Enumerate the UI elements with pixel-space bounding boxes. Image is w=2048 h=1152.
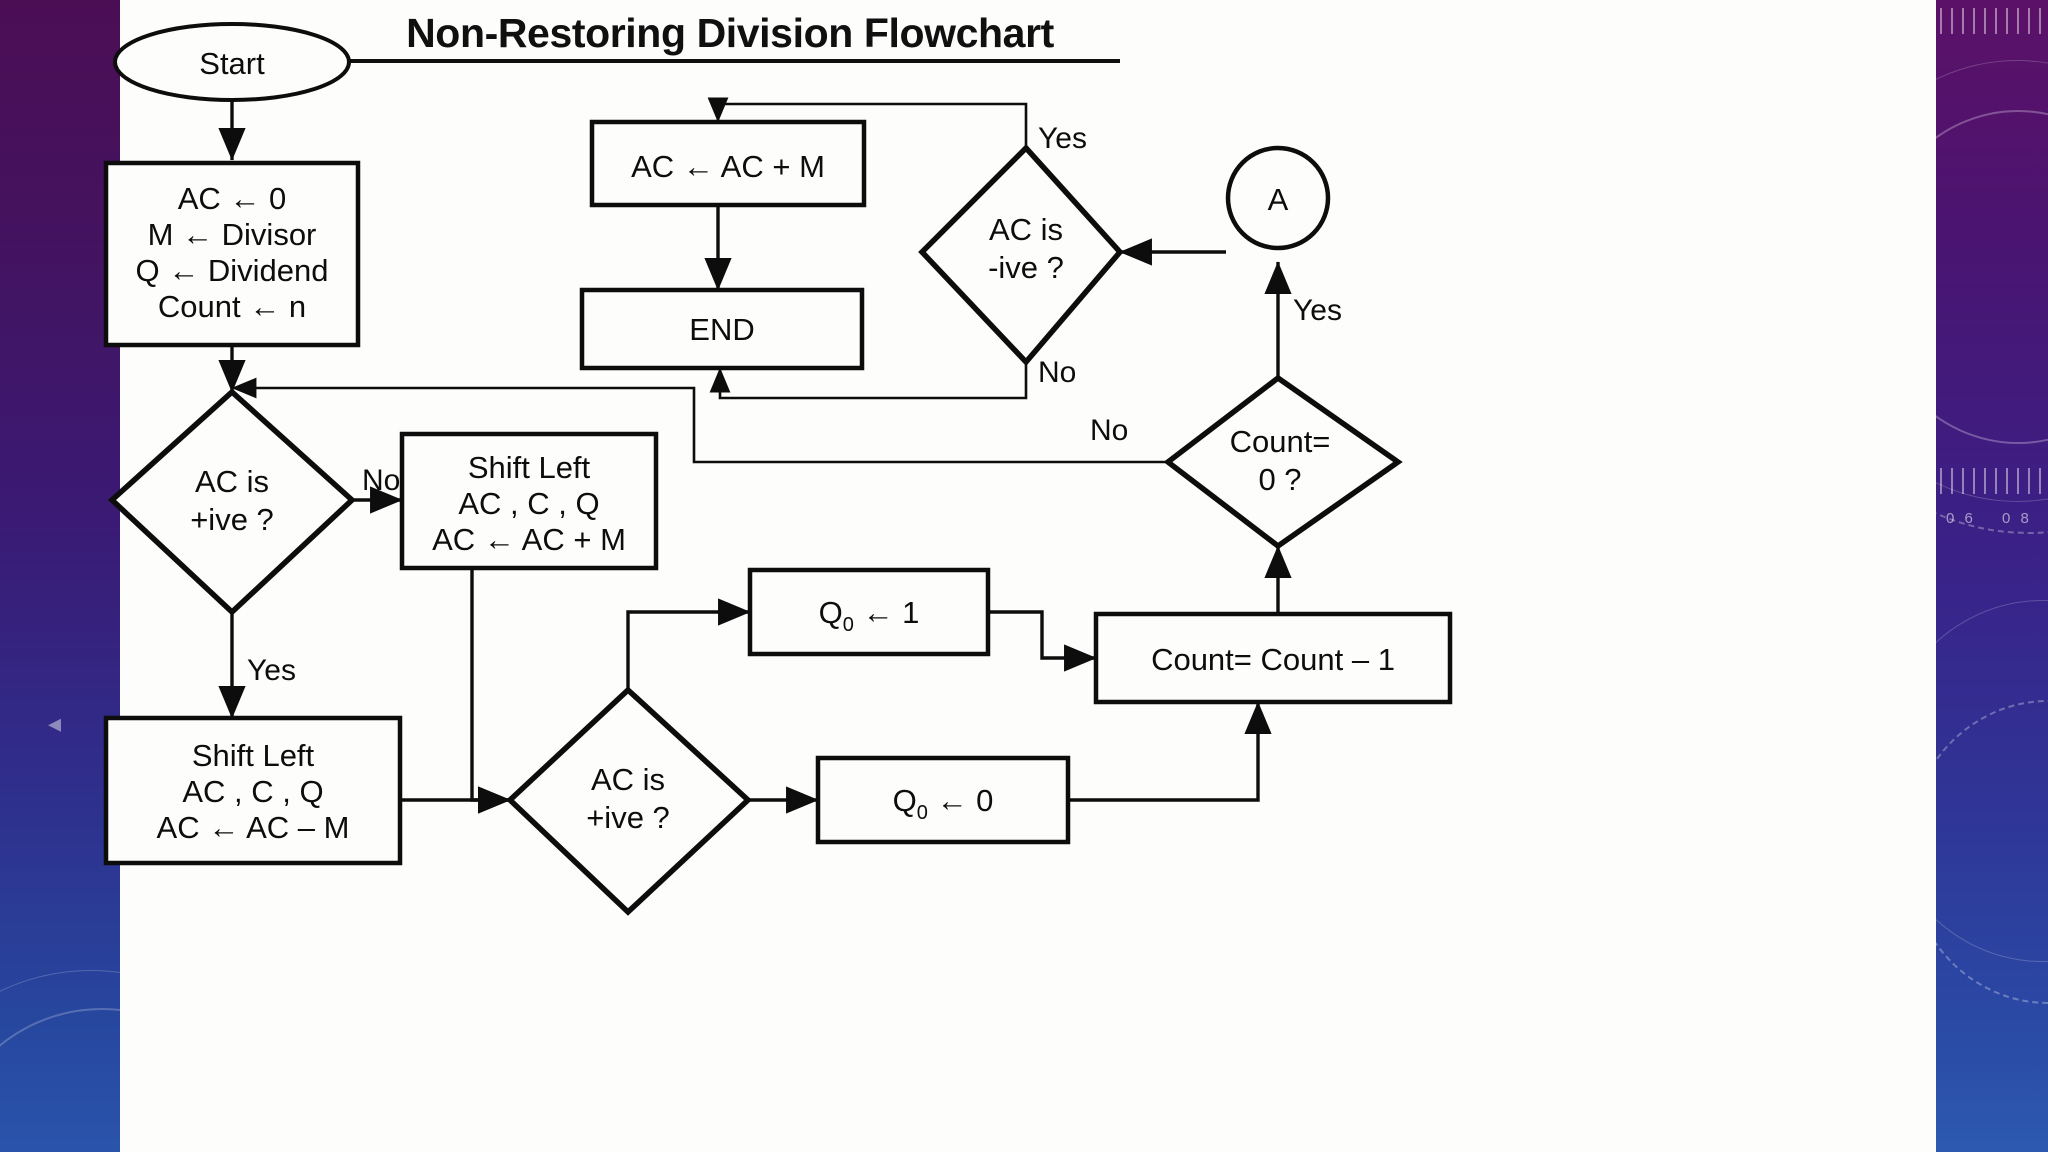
node-dec1-line-0: AC is [195,464,269,499]
node-shift-left-sub[interactable]: Shift Left AC , C , Q AC ← AC – M [103,715,403,866]
node-shiftadd-line-0: Shift Left [468,450,591,485]
node-shiftadd-line-1: AC , C , Q [458,486,599,521]
edge-shiftadd-to-dec2 [470,568,511,814]
node-start-label: Start [199,46,265,81]
node-end[interactable]: END [579,287,865,371]
node-q0-set-zero[interactable]: Q0 ← 0 [815,755,1071,845]
flowchart-diagram: Start AC ← 0 M ← Divisor Q ← Dividend Co… [103,22,1453,916]
edge-dec2-yes-to-q0one [626,598,751,690]
node-decneg-line-0: AC is [989,212,1063,247]
node-connA-label: A [1268,182,1289,217]
edge-label-dec1-no: No [362,464,400,497]
edge-label-decneg-yes: Yes [1038,122,1087,155]
node-deccount-line-0: Count= [1230,424,1331,459]
node-start[interactable]: Start [113,22,351,102]
deco-circle-right-3 [1936,0,2048,534]
node-init-line-0: AC ← 0 [178,181,287,216]
node-deccount-line-1: 0 ? [1258,462,1301,497]
node-restore-add[interactable]: AC ← AC + M [589,119,867,208]
deco-number-right: 0 8 [2002,510,2032,527]
edge-deccount-no-to-dec1 [231,377,1168,464]
node-init-line-2: Q ← Dividend [136,253,329,288]
deco-tick-row-mid [1940,468,2048,494]
deco-tick-row-top [1940,8,2048,34]
node-shiftsub-line-2: AC ← AC – M [157,810,350,845]
page-title: Non-Restoring Division Flowchart [340,10,1120,63]
deco-circle-right-5 [1936,700,2048,1004]
node-q0zero-label: Q0 ← 0 [893,783,994,824]
node-dec2-line-1: +ive ? [586,800,670,835]
edge-decneg-yes-to-restore [707,97,1028,148]
node-decision-count-zero[interactable]: Count= 0 ? [1163,374,1403,550]
right-decorative-band: 0 6 0 8 [1936,0,2048,1152]
deco-number-left: 0 6 [1946,510,1976,527]
node-init-line-1: M ← Divisor [148,217,317,252]
node-dec2-line-0: AC is [591,762,665,797]
edge-label-dec1-yes: Yes [247,654,296,687]
deco-arrow-left: ◂ [48,708,62,738]
connector-lines [218,97,1292,814]
node-decision-ac-positive-2[interactable]: AC is +ive ? [505,686,753,916]
node-dec1-line-1: +ive ? [190,502,274,537]
node-decision-ac-negative[interactable]: AC is -ive ? [918,144,1124,367]
node-connector-a[interactable]: A [1225,145,1331,251]
left-decorative-band: ◂ [0,0,120,1152]
edge-decneg-no-to-end [709,362,1028,400]
edge-label-decneg-no: No [1038,356,1076,389]
node-shift-left-add[interactable]: Shift Left AC , C , Q AC ← AC + M [399,431,659,571]
node-init-line-3: Count ← n [158,289,306,324]
edge-q0zero-to-countdec [1068,701,1272,802]
node-count-decrement[interactable]: Count= Count – 1 [1093,611,1453,705]
node-q0one-label: Q0 ← 1 [819,595,920,636]
node-end-label: END [689,312,754,347]
node-shiftsub-line-1: AC , C , Q [182,774,323,809]
node-shiftsub-line-0: Shift Left [192,738,315,773]
node-decision-ac-positive-1[interactable]: AC is +ive ? [107,388,357,616]
edge-q0one-to-countdec [988,610,1097,672]
node-restore-label: AC ← AC + M [631,149,825,184]
node-init[interactable]: AC ← 0 M ← Divisor Q ← Dividend Count ← … [103,160,361,348]
edge-label-deccount-yes: Yes [1293,294,1342,327]
node-countdec-label: Count= Count – 1 [1151,642,1395,677]
edge-label-deccount-no: No [1090,414,1128,447]
node-decneg-line-1: -ive ? [988,250,1064,285]
node-q0-set-one[interactable]: Q0 ← 1 [747,567,991,657]
node-shiftadd-line-2: AC ← AC + M [432,522,626,557]
